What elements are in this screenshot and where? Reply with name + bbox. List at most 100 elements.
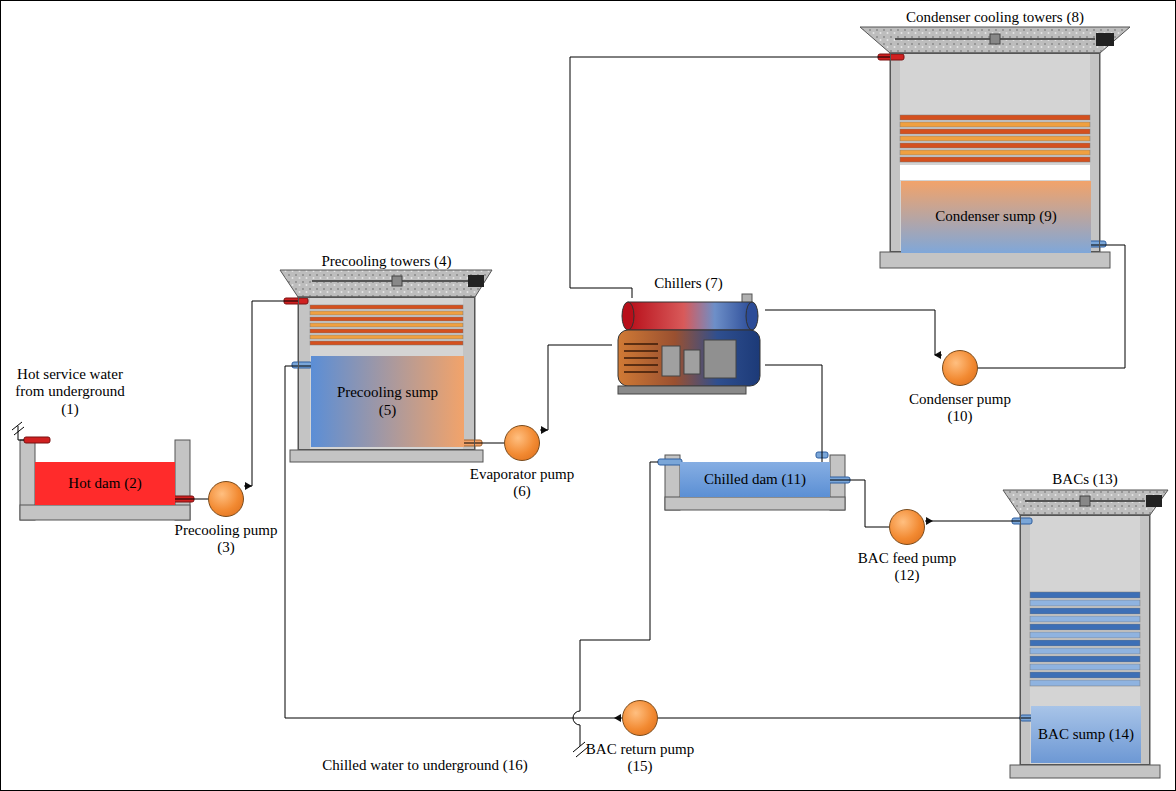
tower-fill-packing — [1030, 680, 1140, 686]
tower-fill-packing — [900, 157, 1090, 162]
pipe-connector — [830, 480, 889, 527]
node-label: Hot dam (2) — [68, 475, 141, 492]
bac-structure — [1010, 765, 1160, 778]
precooling-tower-structure — [298, 297, 475, 450]
pipe-connector — [925, 521, 1020, 522]
unit-title: Chillers (7) — [654, 275, 723, 292]
tower-fill-packing — [310, 341, 463, 345]
chiller-unit — [618, 294, 760, 394]
pipe-label: Hot service water from underground (1) — [8, 366, 132, 418]
tower-fill-packing — [900, 129, 1090, 134]
sump: Condenser sump (9) — [901, 181, 1091, 253]
tower-fill-packing — [1030, 664, 1140, 670]
pump: Condenser pump (10) — [942, 350, 978, 386]
unit-title: Precooling towers (4) — [322, 253, 452, 270]
node-label: Precooling sump (5) — [329, 384, 447, 419]
chiller-unit — [746, 302, 758, 330]
node-label: BAC sump (14) — [1038, 726, 1134, 743]
condenser-tower-structure — [900, 53, 1090, 252]
pipe-connector — [175, 499, 208, 500]
pump-label: BAC feed pump (12) — [851, 550, 963, 585]
precooling-tower-structure — [468, 275, 484, 287]
pump-label: Condenser pump (10) — [904, 391, 1016, 426]
node-label: Chilled dam (11) — [704, 471, 806, 488]
sump: Precooling sump (5) — [311, 356, 464, 447]
tower-fill-packing — [310, 323, 463, 327]
pump: Evaporator pump (6) — [504, 425, 540, 461]
chilled-dam-basin — [658, 452, 850, 510]
tower-fill-packing — [310, 317, 463, 321]
tower-fill-packing — [310, 305, 463, 309]
pump: BAC feed pump (12) — [889, 509, 925, 545]
chiller-unit — [624, 350, 658, 352]
chiller-unit — [618, 386, 746, 394]
tower-fill-packing — [1030, 600, 1140, 606]
tower-fill-packing — [1030, 608, 1140, 614]
condenser-tower-structure — [900, 165, 1090, 180]
chiller-unit — [704, 340, 736, 378]
pump-label: BAC return pump (15) — [584, 741, 696, 776]
unit-title: Condenser cooling towers (8) — [906, 9, 1084, 26]
bac-structure — [1003, 490, 1168, 778]
underground-pipe — [573, 462, 658, 746]
pump-outlet-marker — [245, 351, 941, 722]
pump-label: Precooling pump (3) — [170, 522, 282, 557]
precooling-tower-structure — [280, 270, 492, 462]
tower-fill-packing — [900, 143, 1090, 148]
pump-label: Evaporator pump (6) — [466, 466, 578, 501]
pump: Precooling pump (3) — [208, 481, 244, 517]
pipe-connector — [540, 345, 612, 430]
tower-fill-packing — [900, 150, 1090, 155]
bac-structure — [1003, 490, 1168, 515]
chiller-unit — [624, 371, 658, 373]
chilled-dam-basin — [665, 497, 845, 510]
chilled-dam: Chilled dam (11) — [680, 462, 830, 497]
condenser-tower-structure — [860, 27, 1130, 53]
chilled-dam-basin — [658, 459, 682, 465]
precooling-tower-structure — [312, 280, 468, 282]
tower-fill-packing — [900, 136, 1090, 141]
chiller-unit — [618, 330, 760, 386]
condenser-tower-structure — [880, 252, 1110, 268]
tower-fill-packing — [310, 311, 463, 315]
condenser-tower-structure — [1096, 33, 1114, 46]
tower-fill-packing — [310, 335, 463, 339]
tower-fill-packing — [900, 122, 1090, 127]
pump: BAC return pump (15) — [622, 700, 658, 736]
cooling-tower: Precooling towers (4)Precooling sump (5) — [298, 297, 475, 450]
chiller-unit — [624, 357, 658, 359]
underground-pipe — [573, 742, 588, 757]
pipe-connector — [570, 57, 890, 298]
pipe-connector — [658, 718, 1031, 719]
node-label: Condenser sump (9) — [935, 208, 1057, 225]
precooling-tower-structure — [290, 450, 483, 462]
unit-title: BACs (13) — [1052, 471, 1117, 488]
cooling-tower: Condenser cooling towers (8)Condenser su… — [890, 53, 1100, 252]
tower-fill-packing — [1030, 616, 1140, 622]
sump: BAC sump (14) — [1031, 706, 1141, 763]
tower-fill-packing — [1030, 640, 1140, 646]
chiller-unit — [624, 343, 658, 345]
condenser-tower-structure — [990, 34, 1000, 44]
hot-dam-basin — [20, 505, 190, 520]
chiller-unit — [684, 350, 700, 374]
inlet-pipe — [12, 422, 24, 435]
hot-dam-basin — [24, 437, 50, 443]
precooling-tower-structure — [392, 276, 402, 286]
chiller-unit — [662, 346, 680, 376]
hot-dam-basin — [20, 437, 194, 520]
chiller-unit — [622, 302, 634, 330]
tower-fill-packing — [310, 115, 1140, 686]
bac-structure — [1080, 496, 1090, 506]
tower-fill-packing — [1030, 592, 1140, 598]
chiller-unit — [624, 364, 658, 366]
condenser-tower-structure — [890, 53, 1100, 252]
precooling-tower-structure — [310, 297, 463, 450]
bac-structure — [1030, 515, 1140, 765]
cooling-tower: BACs (13)BAC sump (14) — [1020, 515, 1150, 765]
condenser-tower-structure — [860, 27, 1130, 268]
pipe-label: Chilled water to underground (16) — [300, 757, 550, 774]
chiller-unit — [624, 344, 658, 372]
pipe-connector — [978, 245, 1125, 368]
